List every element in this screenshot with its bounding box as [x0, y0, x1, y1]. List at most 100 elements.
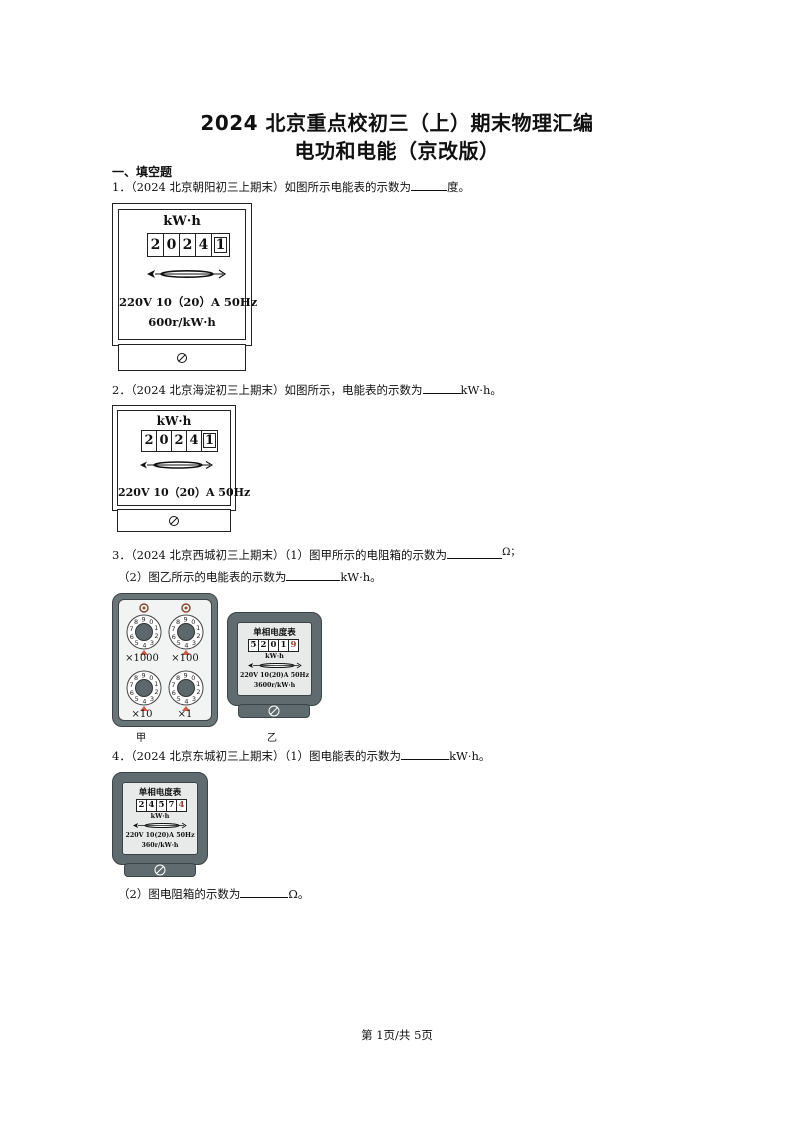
dial-label-100: ×100 — [171, 653, 199, 664]
dial-number: 3 — [150, 639, 154, 647]
dial-number: 0 — [191, 618, 195, 626]
screw-slot-icon — [154, 864, 166, 876]
dial-number: 1 — [154, 624, 158, 632]
dial-pointer — [182, 706, 190, 711]
dial-pointer — [140, 650, 148, 655]
meter-2-digit: 4 — [187, 431, 202, 451]
dial-number: 2 — [154, 688, 158, 696]
page-subtitle: 电功和电能（京改版） — [294, 139, 500, 163]
meter-1-rev: 600r/kW·h — [148, 315, 216, 329]
question-3-text-1: 3．（2024 北京西城初三上期末）（1）图甲所示的电阻箱的示数为 — [112, 548, 448, 562]
dial-number: 9 — [184, 672, 188, 680]
meter-4-digit: 7 — [167, 800, 177, 811]
answer-blank-1[interactable] — [411, 179, 447, 191]
dial-knob — [177, 623, 195, 641]
meter-2-digits: 2 0 2 4 1 — [141, 430, 218, 452]
electric-meter-2: kW·h 2 0 2 4 1 220V 10（20）A 50Hz — [112, 405, 251, 532]
dial-knob — [135, 679, 153, 697]
dial-number: 1 — [196, 624, 200, 632]
dial-number: 8 — [176, 674, 180, 682]
dial-number: 5 — [135, 695, 139, 703]
page-footer: 第 1页/共 5页 — [361, 1028, 433, 1042]
caption-jia: 甲 — [136, 733, 146, 744]
dial-number: 7 — [171, 625, 175, 633]
dial-number: 4 — [184, 698, 188, 706]
meter-4-name: 单相电度表 — [138, 788, 182, 798]
meter-4-digit: 4 — [147, 800, 157, 811]
meter-1-digit: 2 — [148, 234, 164, 256]
answer-blank-3a[interactable] — [447, 547, 503, 559]
question-3-suffix-1: Ω； — [502, 547, 521, 558]
rotating-disk-icon — [147, 269, 227, 279]
meter-3-digit: 1 — [279, 640, 289, 651]
meter-1-spec: 220V 10（20）A 50Hz — [119, 295, 258, 309]
dial-number: 4 — [142, 642, 146, 650]
dial-number: 9 — [142, 616, 146, 624]
dial-number: 0 — [149, 674, 153, 682]
meter-3-unit: kW·h — [265, 652, 284, 660]
answer-blank-4b[interactable] — [240, 886, 289, 898]
meter-2-digit: 0 — [157, 431, 172, 451]
dial-number: 5 — [135, 639, 139, 647]
meter-3-digit: 0 — [269, 640, 279, 651]
meter-4-unit: kW·h — [150, 812, 170, 820]
dial-number: 2 — [196, 632, 200, 640]
dial-number: 1 — [196, 680, 200, 688]
caption-yi: 乙 — [267, 733, 277, 744]
rotating-disk-icon — [248, 662, 302, 669]
dial-number: 6 — [130, 633, 134, 641]
screw-slot-icon — [268, 705, 280, 717]
meter-4-digit: 4 — [178, 800, 185, 810]
dial-number: 3 — [150, 695, 154, 703]
dial-pointer — [140, 706, 148, 711]
dial-number: 7 — [129, 625, 133, 633]
meter-2-spec: 220V 10（20）A 50Hz — [118, 486, 251, 499]
question-3-line-1: 3．（2024 北京西城初三上期末）（1）图甲所示的电阻箱的示数为 Ω； — [112, 543, 520, 563]
meter-3-spec: 220V 10(20)A 50Hz — [239, 672, 310, 679]
dial-number: 0 — [149, 618, 153, 626]
meter-2-digit: 2 — [142, 431, 157, 451]
dial-knob — [177, 679, 195, 697]
answer-blank-2[interactable] — [422, 382, 461, 394]
meter-4-base — [124, 863, 196, 877]
meter-1-digit: 2 — [180, 234, 196, 256]
question-2-text: 2．（2024 北京海淀初三上期末）如图所示，电能表的示数为 — [112, 383, 423, 397]
dial-number: 6 — [172, 633, 176, 641]
dial-number: 3 — [192, 639, 196, 647]
answer-blank-4a[interactable] — [401, 748, 450, 760]
meter-4-rev: 360r/kW·h — [141, 842, 179, 849]
meter-3-digit: 5 — [249, 640, 259, 651]
question-1-text: 1．（2024 北京朝阳初三上期末）如图所示电能表的示数为 — [112, 180, 411, 194]
dial-number: 6 — [130, 689, 134, 697]
meter-4-spec: 220V 10(20)A 50Hz — [125, 832, 195, 839]
rotating-disk-icon — [133, 822, 187, 829]
meter-3-digits: 5 2 0 1 9 — [248, 639, 299, 652]
dial-number: 9 — [142, 672, 146, 680]
meter-1-digit-last: 1 — [213, 237, 228, 253]
meter-2-digit: 2 — [172, 431, 187, 451]
question-3-suffix-2: kW·h。 — [340, 570, 382, 584]
dial-number: 7 — [171, 681, 175, 689]
rotating-disk-icon — [140, 461, 214, 469]
dial-label-1000: ×1000 — [125, 653, 159, 664]
meter-3-digit: 2 — [259, 640, 269, 651]
meter-3-base — [238, 704, 310, 718]
answer-blank-3b[interactable] — [286, 569, 341, 581]
dial-pointer — [182, 650, 190, 655]
question-2-suffix: kW·h。 — [460, 383, 502, 397]
dial-number: 5 — [177, 695, 181, 703]
section-heading: 一、填空题 — [112, 165, 173, 179]
question-1: 1．（2024 北京朝阳初三上期末）如图所示电能表的示数为度。 — [112, 179, 470, 195]
dial-number: 2 — [196, 688, 200, 696]
meter-1-base — [118, 344, 246, 371]
meter-3-name: 单相电度表 — [253, 628, 296, 638]
dial-number: 5 — [177, 639, 181, 647]
